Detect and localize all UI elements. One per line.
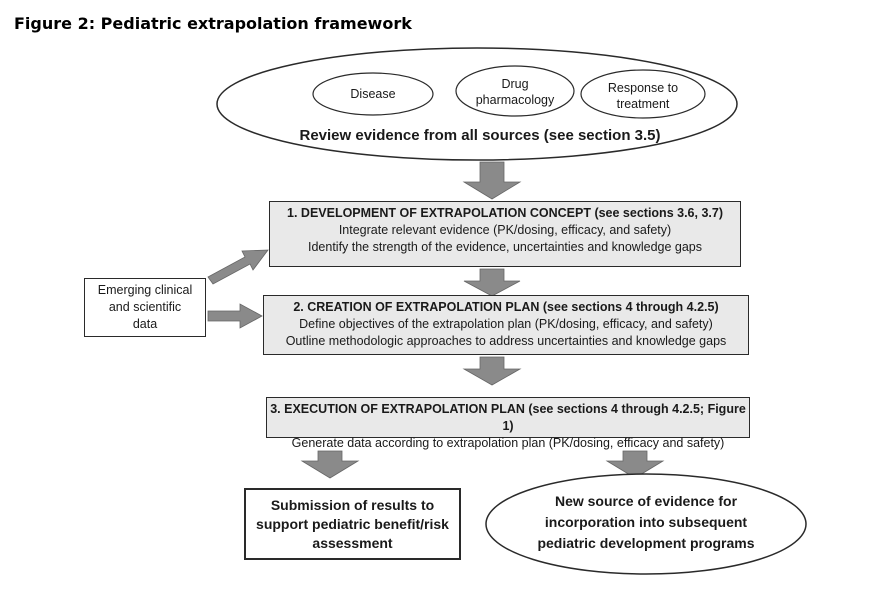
right-arrow <box>207 303 263 329</box>
step-2-box: 2. CREATION OF EXTRAPOLATION PLAN (see s… <box>263 295 749 355</box>
submission-label: Submission of results to support pediatr… <box>256 496 449 551</box>
down-arrow-1 <box>462 161 522 200</box>
drug-pharmacology-ellipse <box>455 65 575 117</box>
step-2-line-1: Define objectives of the extrapolation p… <box>299 317 713 331</box>
emerging-data-box: Emerging clinical and scientific data <box>84 278 206 337</box>
down-arrow-4 <box>300 450 360 479</box>
new-source-label: New source of evidence for incorporation… <box>537 493 755 551</box>
step-1-heading: 1. DEVELOPMENT OF EXTRAPOLATION CONCEPT … <box>287 206 723 220</box>
step-1-box: 1. DEVELOPMENT OF EXTRAPOLATION CONCEPT … <box>269 201 741 267</box>
submission-box: Submission of results to support pediatr… <box>244 488 461 560</box>
review-main-label: Review evidence from all sources (see se… <box>299 127 661 144</box>
down-arrow-2 <box>463 268 521 297</box>
down-arrow-3 <box>462 356 522 386</box>
step-3-line-1: Generate data according to extrapolation… <box>291 436 725 450</box>
disease-ellipse <box>312 72 434 116</box>
step-2-line-2: Outline methodologic approaches to addre… <box>285 334 727 348</box>
disease-label: Disease <box>350 87 396 101</box>
step-3-heading: 3. EXECUTION OF EXTRAPOLATION PLAN (see … <box>270 402 746 433</box>
emerging-data-label: Emerging clinical and scientific data <box>97 283 193 331</box>
down-arrow-5 <box>605 450 665 479</box>
step-1-line-1: Integrate relevant evidence (PK/dosing, … <box>338 223 672 237</box>
figure-title: Figure 2: Pediatric extrapolation framew… <box>14 14 412 33</box>
response-ellipse <box>580 69 706 119</box>
response-label: Response to treatment <box>607 81 679 111</box>
new-source-ellipse <box>485 473 807 575</box>
step-3-box: 3. EXECUTION OF EXTRAPOLATION PLAN (see … <box>266 397 750 450</box>
step-2-heading: 2. CREATION OF EXTRAPOLATION PLAN (see s… <box>293 300 719 314</box>
diagonal-arrow <box>207 249 269 285</box>
drug-pharmacology-label: Drug pharmacology <box>475 77 555 107</box>
step-1-line-2: Identify the strength of the evidence, u… <box>307 240 702 254</box>
